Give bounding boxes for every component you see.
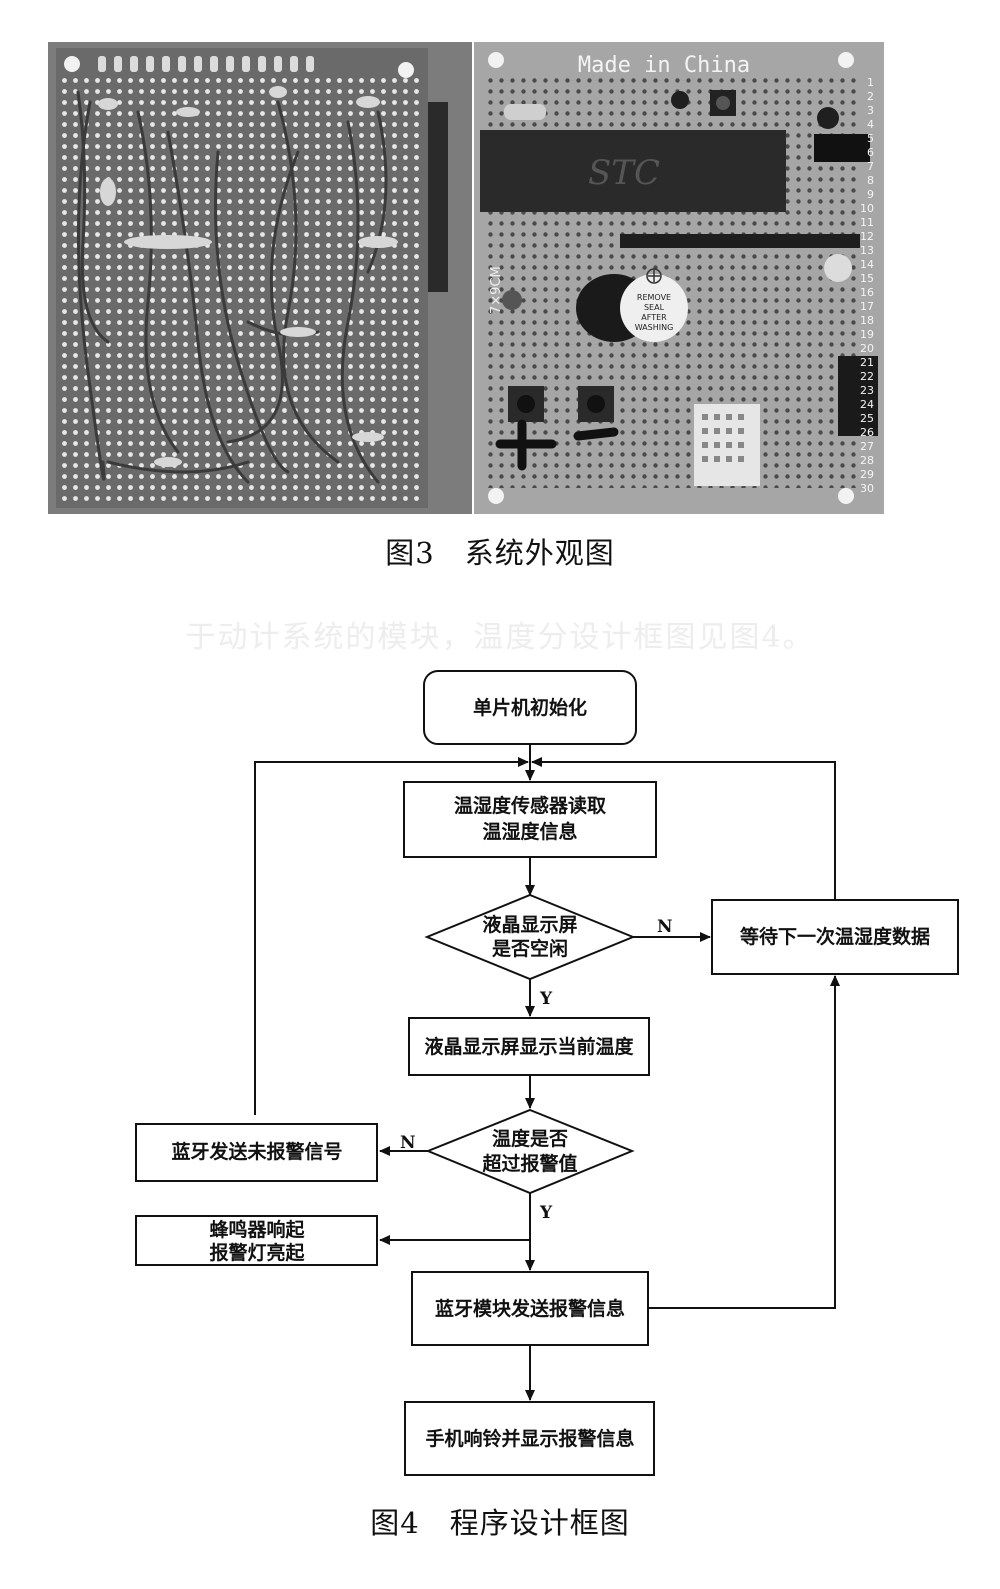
row-number: 6 xyxy=(867,146,874,159)
board-size-mark: 7×9CM xyxy=(489,266,504,314)
pcb-component-side-photo: Made in China STC REMOVE SEAL AFTER WASH… xyxy=(474,42,884,514)
buzzer-label-line-1: 蜂鸣器响起 xyxy=(209,1218,305,1241)
read-label-line-1: 温湿度传感器读取 xyxy=(454,794,606,817)
wait-label: 等待下一次温湿度数据 xyxy=(739,925,930,948)
over-limit-decision xyxy=(425,1108,635,1195)
buzzer-label-line-2: 报警灯亮起 xyxy=(209,1241,305,1264)
buzzer-icon xyxy=(620,274,688,342)
row-number: 15 xyxy=(860,272,874,285)
pcb-component-side-image: Made in China STC REMOVE SEAL AFTER WASH… xyxy=(474,42,884,514)
row-number: 18 xyxy=(860,314,874,327)
row-number: 1 xyxy=(867,76,874,89)
bt-send-alarm-label: 蓝牙模块发送报警信息 xyxy=(435,1297,625,1320)
row-number: 28 xyxy=(860,454,874,467)
over-limit-no-label: N xyxy=(400,1133,416,1153)
row-number: 16 xyxy=(860,286,874,299)
row-number: 22 xyxy=(860,370,874,383)
pcb-solder-side-image xyxy=(48,42,472,514)
figure-4-caption: 图4 程序设计框图 xyxy=(370,1506,630,1540)
lcd-idle-decision xyxy=(424,893,636,981)
row-number: 24 xyxy=(860,398,874,411)
row-number: 13 xyxy=(860,244,874,257)
board-print-text: Made in China xyxy=(578,53,750,78)
buzzer-label-line-1: REMOVE xyxy=(637,293,671,302)
row-number: 5 xyxy=(867,132,874,145)
row-number: 10 xyxy=(860,202,874,215)
init-label: 单片机初始化 xyxy=(473,696,587,719)
buzzer-label-line-4: WASHING xyxy=(635,323,674,332)
row-number: 11 xyxy=(860,216,874,229)
buzzer-label-line-2: SEAL xyxy=(644,303,665,312)
lcd-idle-no-label: N xyxy=(657,917,673,937)
row-number: 14 xyxy=(860,258,874,271)
chip-marking-text: STC xyxy=(588,153,660,193)
row-number: 23 xyxy=(860,384,874,397)
row-number: 30 xyxy=(860,482,874,495)
lcd-idle-yes-label: Y xyxy=(539,989,553,1009)
pcb-solder-side-photo xyxy=(48,42,472,514)
phone-alert-label: 手机响铃并显示报警信息 xyxy=(425,1427,634,1450)
row-number: 2 xyxy=(867,90,874,103)
show-temperature-node xyxy=(408,1017,650,1076)
row-number: 17 xyxy=(860,300,874,313)
read-sensor-node xyxy=(403,781,657,858)
row-number: 3 xyxy=(867,104,874,117)
bt-send-alarm-node xyxy=(411,1271,649,1346)
buzzer-alarm-light-node xyxy=(135,1215,378,1266)
row-number: 25 xyxy=(860,412,874,425)
row-number: 12 xyxy=(860,230,874,243)
row-number: 19 xyxy=(860,328,874,341)
row-number: 8 xyxy=(867,174,874,187)
row-number-column: 1234567891011121314151617181920212223242… xyxy=(860,76,874,495)
microcontroller-chip-icon xyxy=(480,130,786,212)
row-number: 26 xyxy=(860,426,874,439)
over-limit-yes-label: Y xyxy=(539,1203,553,1223)
buzzer-label-line-3: AFTER xyxy=(641,313,667,322)
lcd-idle-label-line-2: 是否空闲 xyxy=(492,937,568,960)
faded-body-text: 于动计系统的模块，温度分设计框图见图4。 xyxy=(185,620,815,655)
bt-no-alarm-node xyxy=(135,1123,378,1182)
read-label-line-2: 温湿度信息 xyxy=(482,820,577,843)
over-limit-label-line-1: 温度是否 xyxy=(492,1127,568,1150)
over-limit-label-line-2: 超过报警值 xyxy=(481,1152,577,1175)
row-number: 21 xyxy=(860,356,874,369)
init-node xyxy=(423,670,637,745)
row-number: 9 xyxy=(867,188,874,201)
row-number: 7 xyxy=(867,160,874,173)
show-temperature-label: 液晶显示屏显示当前温度 xyxy=(424,1035,634,1058)
wait-data-node xyxy=(711,899,959,975)
bt-no-alarm-label: 蓝牙发送未报警信号 xyxy=(171,1140,342,1163)
lcd-idle-label-line-1: 液晶显示屏 xyxy=(482,913,577,936)
phone-alert-node xyxy=(404,1401,655,1476)
row-number: 4 xyxy=(867,118,874,131)
figure-3-caption: 图3 系统外观图 xyxy=(385,536,615,570)
row-number: 29 xyxy=(860,468,874,481)
row-number: 27 xyxy=(860,440,874,453)
row-number: 20 xyxy=(860,342,874,355)
